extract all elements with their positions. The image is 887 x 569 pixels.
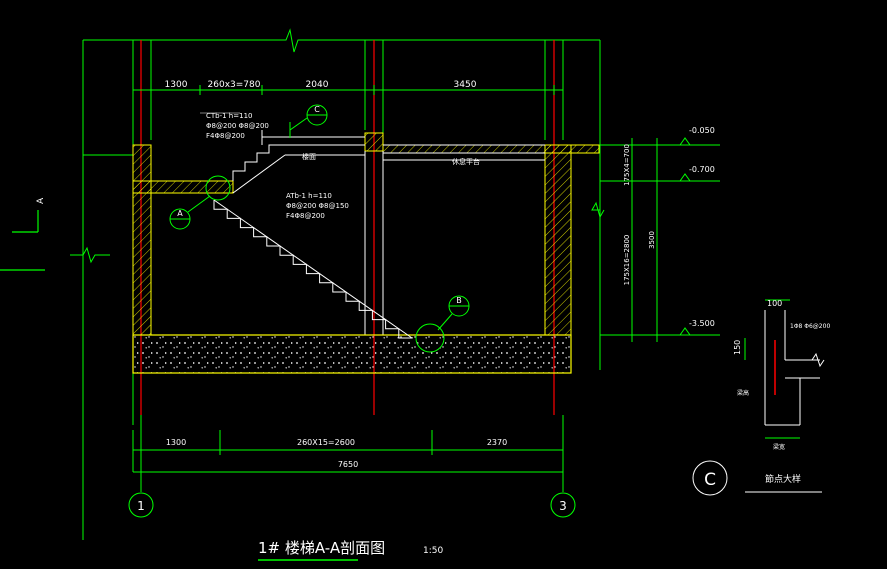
detail-rebar-note: 1Φ8 Φ6@200 (790, 323, 830, 330)
lower-stair-flight (213, 199, 413, 339)
bottom-dimension-line (132, 415, 564, 492)
landing-label: 休息平台 (452, 157, 480, 166)
detail-label-left: 梁高 (737, 389, 749, 397)
foundation-slab (132, 334, 572, 374)
lower-note-3: F4Φ8@200 (286, 212, 325, 220)
callout-c-label: C (314, 105, 320, 114)
axis-label-3: 3 (559, 499, 567, 513)
elevation-1: -0.050 (689, 126, 715, 135)
axis-bubble-3 (550, 492, 576, 518)
frame-lines (70, 28, 605, 540)
section-marker-label: A (36, 197, 46, 204)
upper-stair-flight (232, 130, 365, 194)
callout-b (415, 295, 470, 353)
callout-a-label: A (177, 209, 183, 218)
axis-label-1: 1 (137, 499, 145, 513)
floor-label: 楼面 (302, 152, 316, 161)
callout-a (169, 175, 231, 230)
bottom-dim-3: 2370 (487, 438, 507, 447)
callout-c (289, 104, 328, 138)
total-dim: 7650 (338, 460, 358, 469)
detail-dim-top: 100 (767, 299, 782, 308)
top-dimension-line (132, 85, 563, 95)
detail-c-letter: C (704, 470, 716, 490)
lower-note-1: ATb-1 h=110 (286, 192, 332, 200)
callout-b-label: B (456, 296, 462, 305)
top-dim-3: 2040 (306, 80, 329, 90)
interior-lines (151, 144, 545, 336)
right-dim-3: 3500 (648, 231, 656, 249)
upper-note-3: F4Φ8@200 (206, 132, 245, 140)
elevation-lines (600, 137, 720, 342)
right-dim-1: 175X4=700 (623, 144, 631, 186)
lower-note-2: Φ8@200 Φ8@150 (286, 202, 349, 210)
upper-note-2: Φ8@200 Φ8@200 (206, 122, 269, 130)
upper-note-1: CTb-1 h=110 (206, 112, 252, 120)
bottom-dim-2: 260X15=2600 (297, 438, 355, 447)
top-dim-4: 3450 (454, 80, 477, 90)
walls (132, 132, 600, 336)
top-dim-1: 1300 (165, 80, 188, 90)
detail-c-bubble (692, 460, 728, 496)
elevation-2: -0.700 (689, 165, 715, 174)
drawing-title: 1# 楼梯A-A剖面图 (258, 539, 385, 557)
detail-label-bottom: 梁宽 (773, 443, 785, 451)
bottom-dim-1: 1300 (166, 438, 186, 447)
axis-bubble-1 (128, 492, 154, 518)
drawing-scale: 1:50 (423, 546, 443, 556)
detail-dim-side: 150 (733, 340, 742, 355)
detail-title: 節点大样 (765, 473, 801, 485)
elevation-3: -3.500 (689, 319, 715, 328)
section-marker (0, 210, 45, 271)
top-dim-2: 260x3=780 (208, 80, 261, 90)
detail-c-drawing (744, 299, 825, 439)
right-dim-2: 175X16=2800 (623, 235, 631, 286)
